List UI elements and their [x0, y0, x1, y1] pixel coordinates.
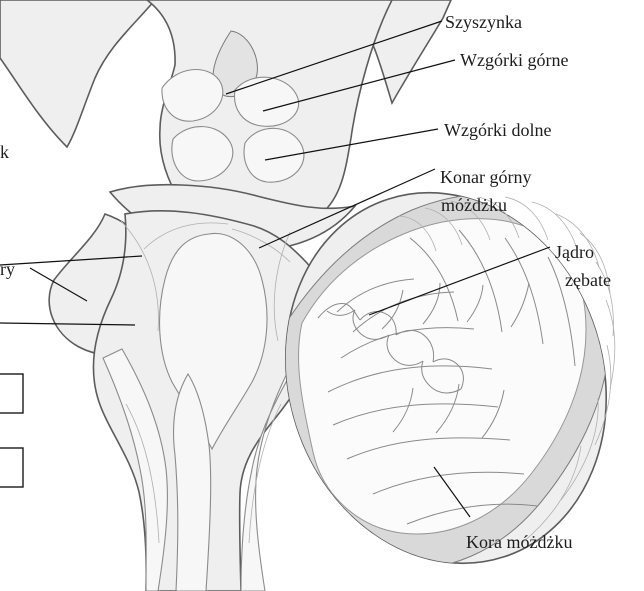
label-konar-gorny-line-1: Konar górny — [440, 167, 531, 187]
label-konar-gorny-line-2: móżdżku — [441, 195, 507, 215]
label-kora-mozdzku: Kora móżdżku — [466, 532, 572, 552]
left-hemisphere — [0, 0, 155, 147]
label-wzgorki-gorne: Wzgórki górne — [460, 50, 568, 70]
left-answer-box-upper — [0, 374, 23, 413]
label-szyszynka: Szyszynka — [445, 12, 522, 32]
label-left-partial-mid: ry — [0, 259, 15, 279]
label-jadro-line-2: zębate — [565, 270, 611, 290]
left-answer-boxes — [0, 374, 23, 487]
label-wzgorki-dolne: Wzgórki dolne — [444, 120, 551, 140]
label-left-partial-top: k — [0, 142, 9, 162]
label-jadro-line-1: Jądro — [555, 242, 594, 262]
left-answer-box-lower — [0, 448, 23, 487]
